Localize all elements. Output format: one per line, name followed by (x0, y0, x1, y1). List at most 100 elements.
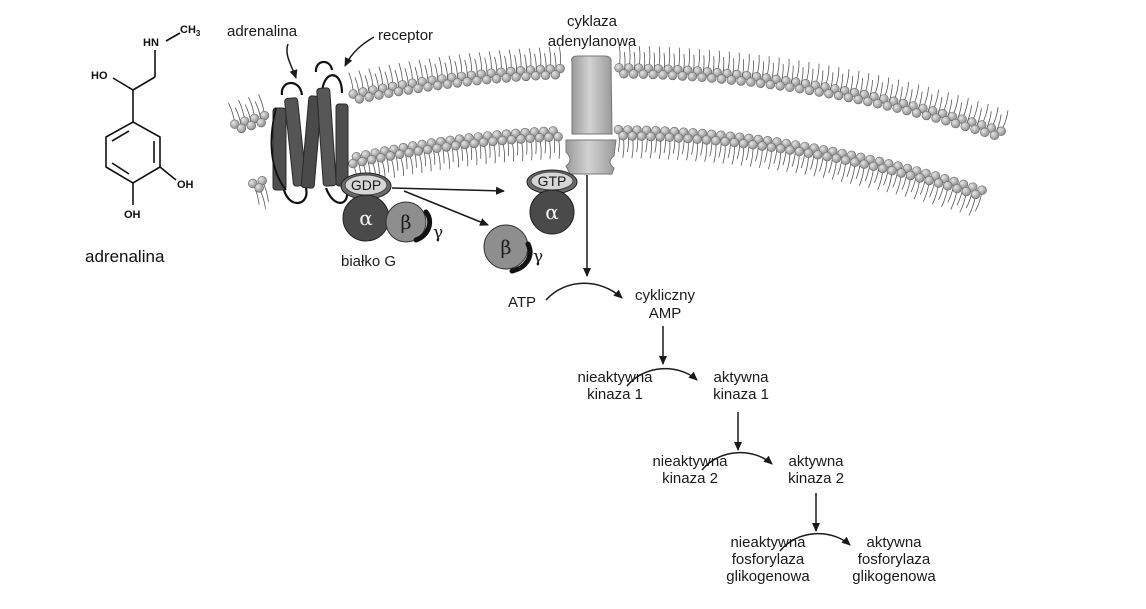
active-enzyme-label: aktywna (788, 453, 844, 470)
lipid-head (970, 124, 980, 135)
lipid-head (924, 175, 934, 186)
adrenaline-pointer-label: adrenalina (227, 23, 298, 40)
lipid-head (236, 123, 247, 134)
lipid-head (785, 82, 795, 93)
cascade-conversion-arrow (626, 368, 698, 387)
inactive-enzyme-label: kinaza 2 (662, 470, 718, 487)
beta-subunit (385, 201, 427, 243)
lipid-head (413, 146, 424, 156)
lipid-head (246, 120, 257, 131)
lipid-head (482, 74, 492, 85)
cascade-conversion-arrow (779, 533, 851, 552)
lipid-head (738, 139, 749, 149)
activation-arrow-betagamma (403, 190, 489, 226)
lipid-head (729, 137, 740, 148)
lipid-head (683, 133, 693, 144)
lipid-head (697, 72, 707, 83)
lipid-head (673, 133, 684, 143)
g-alpha-active: GTP α (526, 169, 578, 235)
receptor-label: receptor (378, 27, 433, 44)
lipid-head (619, 69, 629, 79)
lipid-head (521, 71, 531, 82)
lipid-head (794, 84, 805, 94)
lipid-head (824, 89, 834, 99)
lipid-head (850, 157, 860, 167)
lipid-head (952, 183, 962, 194)
lipid-head (525, 133, 535, 144)
lipid-head (432, 143, 442, 154)
hydroxyl-meta-label: OH (177, 179, 194, 191)
lipid-head (794, 146, 804, 157)
active-enzyme-label: fosforylaza (858, 551, 931, 568)
lipid-head (664, 132, 675, 143)
lipid-head (655, 132, 665, 142)
lipid-head (726, 75, 737, 85)
inactive-enzyme-label: nieaktywna (730, 534, 806, 551)
gamma-free-symbol: γ (533, 247, 543, 267)
lipid-head (413, 83, 423, 94)
cyclase-label-line2: adenylanowa (548, 33, 637, 50)
inactive-enzyme-label: glikogenowa (726, 568, 810, 585)
lipid-head (248, 178, 258, 189)
lipid-head (404, 148, 414, 158)
alpha-active-symbol: α (545, 200, 559, 224)
lipid-head (961, 186, 971, 197)
lipid-head (254, 183, 264, 193)
beta-symbol: β (401, 212, 412, 234)
adrenaline-arrow (286, 43, 298, 79)
lipid-head (943, 181, 953, 191)
lipid-head (534, 133, 545, 143)
lipid-head (746, 77, 756, 87)
lipid-head (803, 148, 814, 158)
amine-label: HN (143, 37, 159, 49)
atp-conversion-arrow (545, 282, 623, 301)
lipid-head (892, 103, 902, 113)
lipid-head (384, 88, 394, 99)
lipid-head (442, 79, 453, 89)
lipid-head (701, 135, 712, 145)
lipid-head (736, 76, 746, 86)
lipid-head (804, 85, 815, 96)
molecule-caption: adrenalina (85, 247, 165, 266)
lipid-head (354, 94, 365, 104)
lipid-head (814, 87, 824, 97)
lipid-head (711, 136, 721, 146)
lipid-head (902, 105, 912, 116)
lipid-bilayer (228, 45, 1009, 216)
active-enzyme-label: glikogenowa (852, 568, 936, 585)
inactive-enzyme-label: fosforylaza (732, 551, 805, 568)
beta-free-symbol: β (501, 237, 512, 259)
lipid-head (878, 163, 888, 174)
lipid-head (393, 86, 404, 97)
lipid-head (531, 71, 541, 81)
lipid-head (374, 90, 384, 100)
lipid-head (765, 79, 776, 90)
beta-gamma-dimer: β γ (483, 224, 543, 274)
lipid-head (441, 142, 452, 152)
lipid-head (364, 92, 374, 102)
lipid-head (550, 70, 561, 80)
lipid-head (960, 121, 970, 132)
lipid-head (638, 69, 649, 79)
lipid-head (452, 78, 463, 88)
receptor-arrow (344, 36, 375, 67)
lipid-head (367, 155, 377, 165)
cascade-conversion-arrow (701, 452, 773, 471)
activation-arrow-alpha (391, 186, 505, 195)
active-enzyme-label: kinaza 2 (788, 470, 844, 487)
lipid-head (677, 71, 688, 81)
lipid-head (813, 150, 823, 160)
lipid-head (618, 131, 628, 141)
active-enzyme-label: kinaza 1 (713, 386, 769, 403)
gtp-label: GTP (538, 173, 567, 189)
lipid-head (950, 118, 961, 129)
lipid-head (872, 98, 883, 109)
lipid-head (658, 70, 668, 80)
lipid-head (506, 135, 517, 145)
gdp-label: GDP (351, 177, 381, 193)
lipid-head (720, 136, 730, 147)
lipid-head (544, 132, 554, 142)
lipid-head (707, 73, 717, 83)
lipid-head (451, 141, 461, 151)
lipid-head (692, 134, 702, 144)
